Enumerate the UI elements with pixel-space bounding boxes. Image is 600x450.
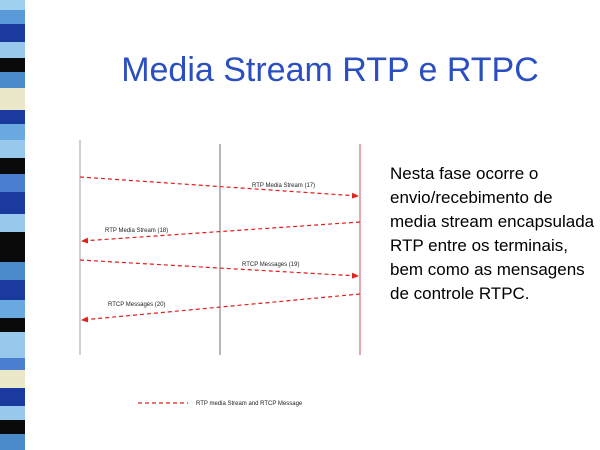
- message-label-1: RTP Media Stream (17): [252, 183, 315, 189]
- message-label-3: RTCP Messages (19): [242, 262, 299, 268]
- diagram-legend: RTP media Stream and RTCP Message: [138, 396, 328, 410]
- sequence-diagram-svg: RTP Media Stream (17) RTP Media Stream (…: [79, 140, 361, 355]
- sequence-diagram: RTP Media Stream (17) RTP Media Stream (…: [70, 140, 375, 360]
- message-arrow-4: [81, 293, 361, 323]
- message-arrow-1: [79, 176, 359, 199]
- legend-label: RTP media Stream and RTCP Message: [196, 401, 303, 407]
- decorative-stripe: [0, 0, 60, 450]
- message-arrow-3: [79, 259, 359, 279]
- message-arrow-2: [81, 221, 361, 244]
- slide-title: Media Stream RTP e RTPC: [121, 51, 539, 89]
- body-text: Nesta fase ocorre o envio/recebimento de…: [390, 164, 595, 303]
- legend-svg: RTP media Stream and RTCP Message: [138, 401, 303, 407]
- message-label-2: RTP Media Stream (18): [105, 228, 168, 234]
- message-label-4: RTCP Messages (20): [108, 302, 165, 308]
